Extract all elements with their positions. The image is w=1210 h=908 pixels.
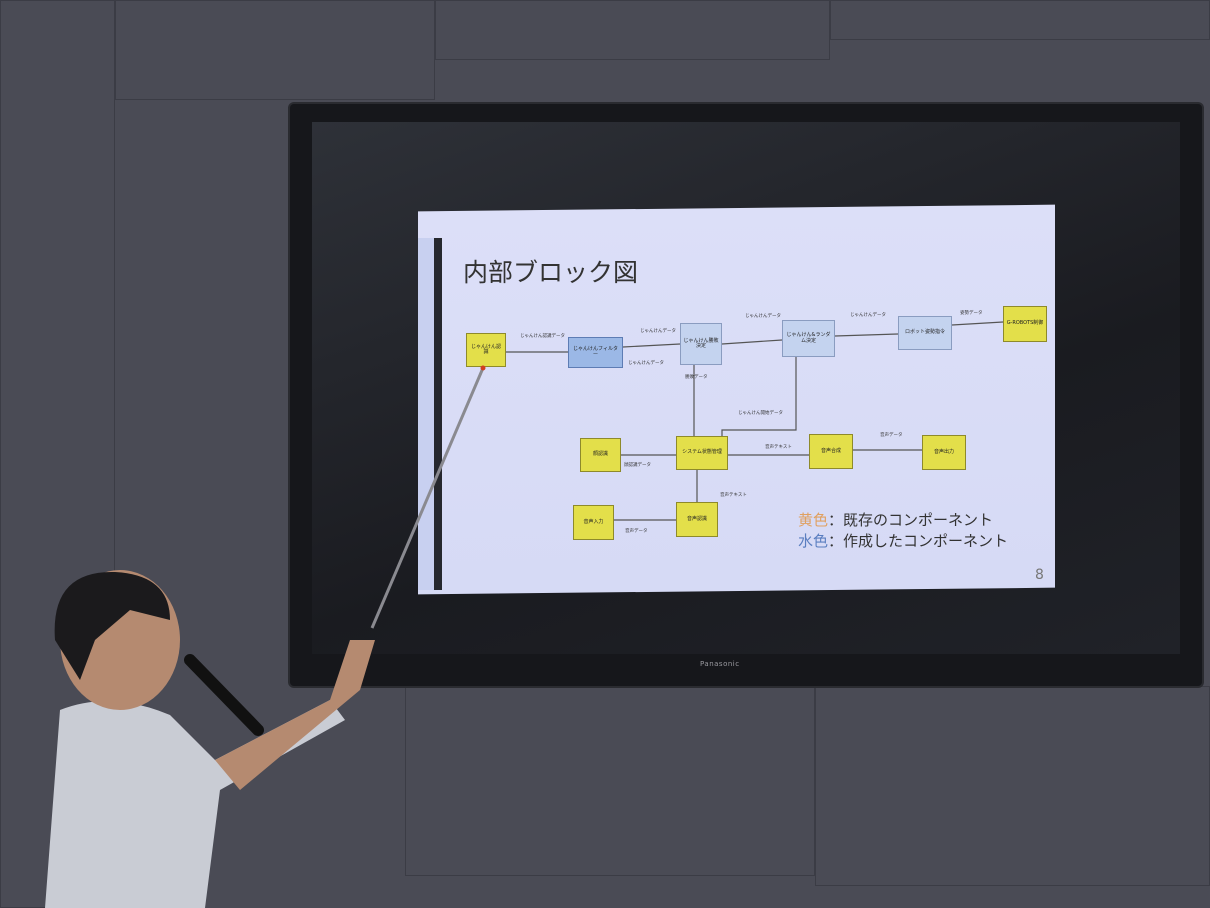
edge-label: 音声データ [880,433,903,438]
connector [721,357,797,436]
edge-label: 音声テキスト [765,445,792,450]
edge-label: じゃんけん開始データ [738,411,783,416]
block-speech-recognition: 音声認識 [676,502,718,537]
connector [622,343,681,348]
edge-label: 勝敗データ [685,375,708,380]
connector [951,321,1004,326]
connector [721,339,783,345]
edge-label: 姿勢データ [960,311,983,316]
block-speech-synthesis: 音声合成 [809,434,853,469]
legend-created: 水色：作成したコンポーネント [798,532,1009,550]
block-system-state: システム状態管理 [676,436,728,470]
arm [215,640,375,790]
tv-brand: Panasonic [700,660,740,668]
edge-label: 音声テキスト [720,493,747,498]
block-random-decision: じゃんけん&ランダム決定 [782,320,835,357]
edge-label: じゃんけんデータ [628,361,664,366]
wall-panel [435,0,830,60]
slide-legend: 黄色：既存のコンポーネント 水色：作成したコンポーネント [798,510,1008,552]
microphone [184,654,264,736]
slide-sidebar [418,238,442,590]
wall-panel [115,0,435,100]
edge-label: じゃんけんデータ [640,329,676,334]
connector [834,333,899,337]
block-face-recognition: 顔認識 [580,438,621,472]
edge-label: じゃんけんデータ [745,314,781,319]
block-robot-pose: ロボット姿勢指令 [898,316,952,350]
hair [54,571,171,680]
block-janken-recognition: じゃんけん認識 [466,333,506,367]
slide-page-number: 8 [1035,567,1044,583]
pointer-tip [480,365,486,371]
block-janken-judge: じゃんけん勝敗決定 [680,323,722,365]
wall-panel [405,686,815,876]
pointer-stick [370,367,485,629]
block-audio-output: 音声出力 [922,435,966,470]
edge-label: じゃんけんデータ [850,313,886,318]
slide-title: 内部ブロック図 [463,258,639,287]
edge-label: 顔認識データ [624,463,651,468]
block-janken-filter: じゃんけんフィルター [568,337,623,368]
block-audio-input: 音声入力 [573,505,614,540]
edge-label: じゃんけん認識データ [520,334,565,339]
block-grobots-control: G-ROBOTS制御 [1003,306,1047,342]
legend-existing: 黄色：既存のコンポーネント [798,511,994,529]
edge-label: 音声データ [625,529,648,534]
